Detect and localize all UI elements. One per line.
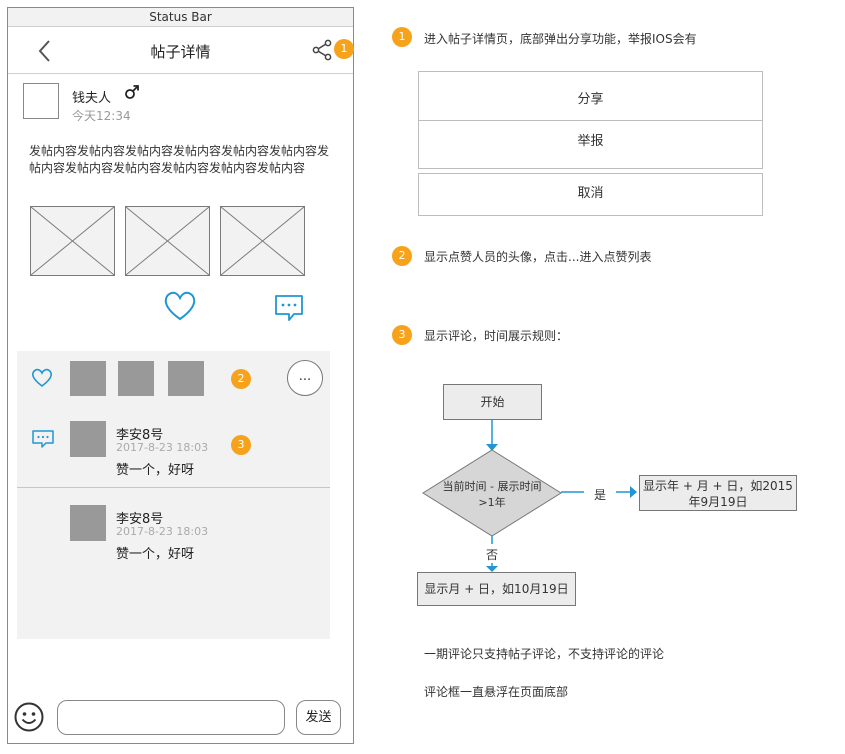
post-time: 今天12:34 [72, 109, 131, 123]
liker-avatar[interactable] [118, 361, 154, 396]
note-comment-time-rule: 显示评论，时间展示规则： [424, 329, 569, 343]
share-icon[interactable] [310, 38, 334, 62]
image-placeholder-icon [126, 207, 209, 275]
note-badge-2: 2 [392, 246, 412, 266]
note-comment-input-floating: 评论框一直悬浮在页面底部 [424, 685, 569, 699]
status-bar: Status Bar [8, 8, 353, 27]
flow-yes-label: 是 [594, 488, 607, 502]
flow-decision-line1: 当前时间 - 展示时间 [442, 480, 542, 493]
flow-yes-result-line2: 年9月19日 [688, 495, 748, 509]
comment-input[interactable] [57, 700, 285, 735]
post-content: 发帖内容发帖内容发帖内容发帖内容发帖内容发帖内容发帖内容发帖内容发帖内容发帖内容… [29, 144, 330, 175]
note-badge-1: 1 [392, 27, 412, 47]
commenter-avatar[interactable] [70, 505, 106, 541]
post-author-avatar[interactable] [23, 83, 59, 119]
nav-bar: 帖子详情 [8, 28, 353, 74]
flow-yes-result: 显示年 + 月 + 日，如2015 年9月19日 [639, 475, 797, 511]
report-option[interactable]: 举报 [418, 120, 763, 169]
cancel-option[interactable]: 取消 [418, 173, 763, 216]
annotation-badge-1: 1 [334, 39, 354, 59]
commenter-avatar[interactable] [70, 421, 106, 457]
comment-divider [17, 487, 330, 488]
comment-text: 赞一个，好呀 [116, 463, 195, 478]
commenter-name: 李安8号 [116, 512, 164, 527]
likes-comments-panel [17, 351, 330, 639]
post-author-name: 钱夫人 [72, 91, 112, 106]
annotation-badge-3: 3 [231, 435, 251, 455]
note-badge-3: 3 [392, 325, 412, 345]
back-arrow-icon[interactable] [34, 38, 56, 64]
image-placeholder-icon [31, 207, 114, 275]
note-share-sheet: 进入帖子详情页，底部弹出分享功能，举报IOS会有 [424, 32, 697, 46]
liker-avatar[interactable] [70, 361, 106, 396]
comment-time: 2017-8-23 18:03 [116, 441, 209, 454]
liker-avatar[interactable] [168, 361, 204, 396]
comments-bubble-icon [32, 430, 54, 448]
post-image-placeholder[interactable] [220, 206, 305, 276]
flow-yes-result-line1: 显示年 + 月 + 日，如2015 [643, 479, 793, 493]
flow-no-label: 否 [486, 548, 499, 562]
post-image-placeholder[interactable] [30, 206, 115, 276]
page-title: 帖子详情 [150, 43, 211, 61]
post-image-placeholder[interactable] [125, 206, 210, 276]
commenter-name: 李安8号 [116, 428, 164, 443]
like-heart-icon[interactable] [163, 290, 197, 322]
share-option[interactable]: 分享 [418, 71, 763, 121]
more-likers-button[interactable]: ... [287, 360, 323, 396]
comment-bubble-icon[interactable] [274, 294, 304, 322]
phone-frame: Status Bar 帖子详情 钱夫人 今天12:34 发帖内容发帖内容发帖内容… [7, 7, 354, 744]
male-gender-icon [125, 85, 139, 99]
flow-decision-line2: >1年 [478, 496, 506, 509]
annotation-badge-2: 2 [231, 369, 251, 389]
send-button[interactable]: 发送 [296, 700, 341, 735]
comment-text: 赞一个，好呀 [116, 547, 195, 562]
comment-time: 2017-8-23 18:03 [116, 525, 209, 538]
emoji-icon[interactable] [14, 702, 44, 732]
likes-heart-icon [31, 368, 53, 388]
note-likers: 显示点赞人员的头像，点击...进入点赞列表 [424, 250, 652, 264]
flow-start: 开始 [443, 384, 542, 420]
image-placeholder-icon [221, 207, 304, 275]
note-comment-scope: 一期评论只支持帖子评论，不支持评论的评论 [424, 647, 665, 661]
flow-no-result: 显示月 + 日，如10月19日 [417, 572, 576, 606]
